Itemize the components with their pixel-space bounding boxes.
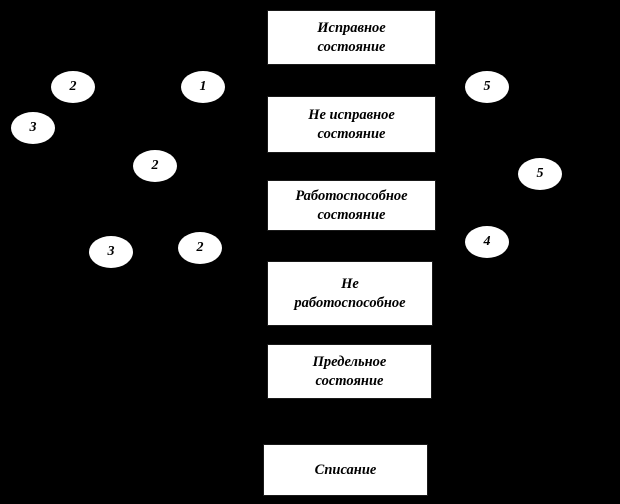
transition-node-2-upper-left: 2 — [51, 71, 95, 103]
state-box-operational: Работоспособное состояние — [267, 180, 436, 231]
transition-node-label: 4 — [483, 234, 491, 249]
state-box-faulty: Не исправное состояние — [267, 96, 436, 153]
transition-node-label: 2 — [69, 79, 77, 94]
transition-node-label: 5 — [536, 166, 544, 181]
state-box-limit-label: Предельное состояние — [312, 354, 387, 389]
state-box-faulty-label: Не исправное состояние — [308, 107, 395, 142]
transition-node-label: 2 — [151, 158, 159, 173]
state-box-write-off-label: Списание — [314, 461, 377, 478]
transition-node-1: 1 — [181, 71, 225, 103]
transition-node-label: 2 — [196, 240, 204, 255]
transition-node-2-lower: 2 — [178, 232, 222, 264]
state-box-non-operational-label: Не работоспособное — [294, 276, 406, 311]
state-box-non-operational: Не работоспособное — [267, 261, 433, 326]
transition-node-label: 5 — [483, 79, 491, 94]
transition-node-5-upper-right: 5 — [465, 71, 509, 103]
transition-node-label: 3 — [107, 244, 115, 259]
transition-node-3-lower-left: 3 — [89, 236, 133, 268]
state-box-operational-label: Работоспособное состояние — [295, 188, 408, 223]
state-box-write-off: Списание — [263, 444, 428, 496]
transition-node-label: 3 — [29, 120, 37, 135]
transition-node-2-middle: 2 — [133, 150, 177, 182]
state-box-serviceable: Исправное состояние — [267, 10, 436, 65]
transition-node-4-right: 4 — [465, 226, 509, 258]
state-box-limit: Предельное состояние — [267, 344, 432, 399]
transition-node-3-left: 3 — [11, 112, 55, 144]
transition-node-label: 1 — [199, 79, 207, 94]
transition-node-5-right: 5 — [518, 158, 562, 190]
state-box-serviceable-label: Исправное состояние — [317, 20, 386, 55]
